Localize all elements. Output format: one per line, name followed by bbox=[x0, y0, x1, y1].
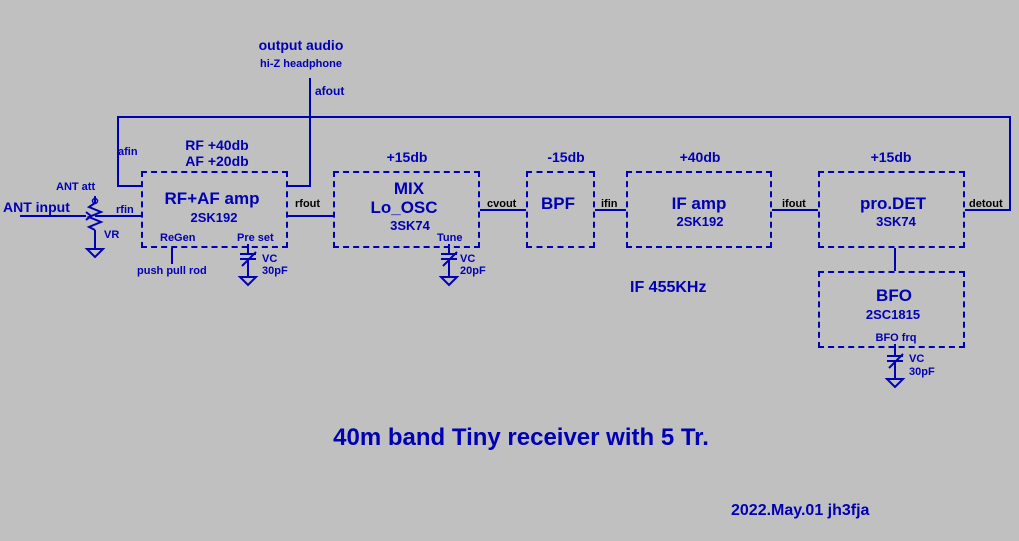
prodet-gain: +15db bbox=[870, 149, 912, 165]
afout-net: afout bbox=[315, 84, 345, 98]
ant-att-label: ANT att bbox=[56, 181, 96, 193]
ifamp-title: IF amp bbox=[671, 194, 727, 213]
prodet-part: 3SK74 bbox=[876, 214, 916, 229]
regen-label: ReGen bbox=[160, 232, 196, 244]
afin-net: afin bbox=[118, 146, 138, 158]
rfaf-block bbox=[141, 171, 288, 248]
bfo-part: 2SC1815 bbox=[865, 307, 921, 322]
ifamp-block bbox=[626, 171, 772, 248]
prodet-title: pro.DET bbox=[859, 194, 927, 213]
ifamp-gain: +40db bbox=[679, 149, 721, 165]
prodet-block bbox=[818, 171, 965, 248]
rfaf-gain2: AF +20db bbox=[185, 153, 249, 169]
output-label: output audio bbox=[258, 37, 344, 53]
output-sub: hi-Z headphone bbox=[260, 58, 342, 70]
mix-gain: +15db bbox=[386, 149, 428, 165]
tune-cap-value: 20pF bbox=[460, 265, 486, 277]
bpf-block bbox=[526, 171, 595, 248]
mix-title1: MIX bbox=[393, 179, 425, 198]
rfout-net: rfout bbox=[295, 198, 321, 210]
preset-label: Pre set bbox=[237, 232, 274, 244]
page-title: 40m band Tiny receiver with 5 Tr. bbox=[333, 424, 709, 451]
ground-icon bbox=[438, 276, 460, 287]
bfo-title: BFO bbox=[876, 286, 912, 305]
mix-part: 3SK74 bbox=[390, 218, 430, 233]
bfo-cap-value: 30pF bbox=[909, 366, 935, 378]
bpf-gain: -15db bbox=[547, 149, 585, 165]
mix-block bbox=[333, 171, 480, 248]
ifin-net: ifin bbox=[601, 198, 618, 210]
rfaf-part: 2SK192 bbox=[190, 210, 238, 225]
if-note: IF 455KHz bbox=[630, 279, 707, 296]
regen-note: push pull rod bbox=[137, 265, 207, 277]
rfaf-gain1: RF +40db bbox=[185, 137, 249, 153]
bfo-frq-label: BFO frq bbox=[875, 332, 917, 344]
ant-input-label: ANT input bbox=[3, 199, 70, 215]
vr-label: VR bbox=[104, 229, 120, 241]
mix-title2: Lo_OSC bbox=[370, 198, 438, 217]
detout-net: detout bbox=[969, 198, 1003, 210]
preset-cap-label: VC bbox=[262, 253, 278, 265]
ifout-net: ifout bbox=[782, 198, 806, 210]
ground-icon bbox=[84, 248, 106, 259]
ifamp-part: 2SK192 bbox=[676, 214, 724, 229]
rfaf-title: RF+AF amp bbox=[164, 189, 260, 208]
preset-cap-value: 30pF bbox=[262, 265, 288, 277]
rfin-net: rfin bbox=[116, 204, 134, 216]
bfo-block bbox=[818, 271, 965, 348]
cvout-net: cvout bbox=[487, 198, 517, 210]
bfo-cap-label: VC bbox=[909, 353, 925, 365]
credit-text: 2022.May.01 jh3fja bbox=[731, 502, 870, 519]
tune-cap-label: VC bbox=[460, 253, 476, 265]
ground-icon bbox=[884, 378, 906, 389]
ground-icon bbox=[237, 276, 259, 287]
tune-label: Tune bbox=[437, 232, 463, 244]
bpf-title: BPF bbox=[541, 194, 575, 213]
